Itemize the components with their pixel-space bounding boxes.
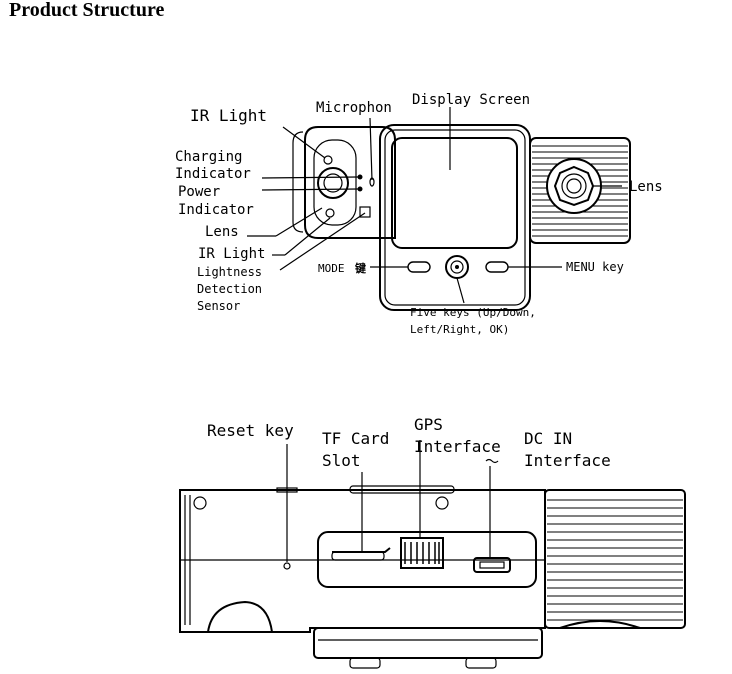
label-charging-indicator-1: Charging: [175, 149, 242, 165]
label-lightness-sensor-2: Detection: [197, 282, 262, 296]
label-tf-card-slot-1: TF Card: [322, 429, 389, 448]
label-dc-in-interface-1: DC IN: [524, 429, 572, 448]
label-microphone: Microphon: [316, 100, 392, 116]
label-mode-key: MODE: [318, 262, 345, 275]
front-view-drawing: [247, 107, 631, 311]
label-charging-indicator-2: Indicator: [175, 166, 251, 182]
label-ir-light-top: IR Light: [190, 106, 267, 125]
label-lens-left: Lens: [205, 224, 239, 240]
label-lightness-sensor-1: Lightness: [197, 265, 262, 279]
label-lens-right: Lens: [629, 179, 663, 195]
label-menu-key: MENU key: [566, 260, 624, 274]
label-ir-light-bottom: IR Light: [198, 246, 265, 262]
label-gps-interface-1: GPS: [414, 415, 443, 434]
label-lightness-sensor-3: Sensor: [197, 299, 240, 313]
label-display-screen: Display Screen: [412, 92, 530, 108]
label-power-indicator-1: Power: [178, 184, 220, 200]
label-mode-glyph: 键: [354, 261, 367, 275]
label-gps-interface-2: Interface: [414, 437, 501, 456]
side-view-drawing: [179, 440, 686, 669]
label-dc-in-interface-2: Interface: [524, 451, 611, 470]
label-tf-card-slot-2: Slot: [322, 451, 361, 470]
label-reset-key: Reset key: [207, 421, 294, 440]
label-five-keys-2: Left/Right, OK): [410, 323, 509, 336]
label-power-indicator-2: Indicator: [178, 202, 254, 218]
label-five-keys-1: Five keys (Up/Down,: [410, 306, 536, 319]
page-title: Product Structure: [9, 0, 165, 21]
